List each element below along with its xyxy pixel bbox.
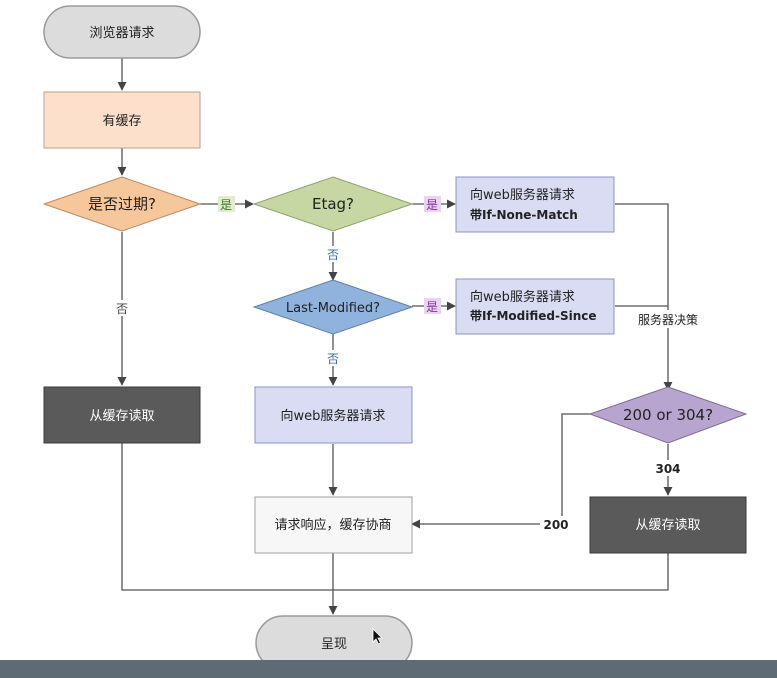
node-etag-diamond: Etag? <box>252 176 414 232</box>
label-etag-no: 否 <box>327 248 339 262</box>
response-negotiate-label: 请求响应，缓存协商 <box>274 517 391 533</box>
label-server-decision: 服务器决策 <box>638 312 698 327</box>
label-expired-no: 否 <box>116 302 128 316</box>
last-modified-label: Last-Modified? <box>286 301 380 316</box>
edge-none-match-to-server <box>615 203 673 391</box>
label-expired-yes: 是 <box>220 198 232 212</box>
read-cache-right-label: 从缓存读取 <box>635 518 700 533</box>
status-label: 200 or 304? <box>623 406 713 424</box>
node-read-cache-right: 从缓存读取 <box>589 496 747 554</box>
label-lastmod-no: 否 <box>327 352 339 366</box>
read-cache-left-label: 从缓存读取 <box>89 409 154 424</box>
etag-label: Etag? <box>312 195 354 213</box>
expired-label: 是否过期? <box>88 195 156 213</box>
if-none-match-line1: 向web服务器请求 <box>470 187 575 203</box>
node-request-if-none-match: 向web服务器请求 带If-None-Match <box>455 176 615 233</box>
mouse-cursor-icon <box>372 628 383 645</box>
node-request-server: 向web服务器请求 <box>254 386 413 444</box>
if-modified-since-line1: 向web服务器请求 <box>470 289 575 305</box>
request-server-label: 向web服务器请求 <box>281 408 386 424</box>
label-200: 200 <box>543 518 568 532</box>
node-expired-diamond: 是否过期? <box>42 176 202 232</box>
connectors <box>117 58 673 615</box>
label-lastmod-yes: 是 <box>426 300 438 314</box>
edge-labels: 是 是 是 否 否 否 服务器决策 304 200 <box>114 196 710 532</box>
node-response-negotiate: 请求响应，缓存协商 <box>254 496 413 554</box>
node-present: 呈现 <box>255 615 413 660</box>
node-request-if-modified-since: 向web服务器请求 带If-Modified-Since <box>455 278 615 335</box>
if-modified-since-line2: 带If-Modified-Since <box>470 308 597 323</box>
bottom-bar <box>0 660 777 678</box>
label-etag-yes: 是 <box>426 198 438 212</box>
edge-left-cache-to-present <box>121 443 333 591</box>
present-label: 呈现 <box>321 637 347 652</box>
label-304: 304 <box>655 462 680 476</box>
if-none-match-line2: 带If-None-Match <box>470 207 578 222</box>
node-has-cache: 有缓存 <box>43 91 201 149</box>
browser-request-label: 浏览器请求 <box>89 25 154 41</box>
node-status-diamond: 200 or 304? <box>588 386 748 444</box>
flowchart-diagram: 是 是 是 否 否 否 服务器决策 304 200 浏览器请求 有缓存 是否过期… <box>42 5 748 660</box>
node-read-cache-left: 从缓存读取 <box>43 386 201 444</box>
edge-status-200 <box>411 413 592 529</box>
has-cache-label: 有缓存 <box>102 114 141 129</box>
node-browser-request: 浏览器请求 <box>43 5 201 59</box>
node-last-modified-diamond: Last-Modified? <box>252 279 414 335</box>
edge-right-cache-to-present <box>333 553 669 591</box>
